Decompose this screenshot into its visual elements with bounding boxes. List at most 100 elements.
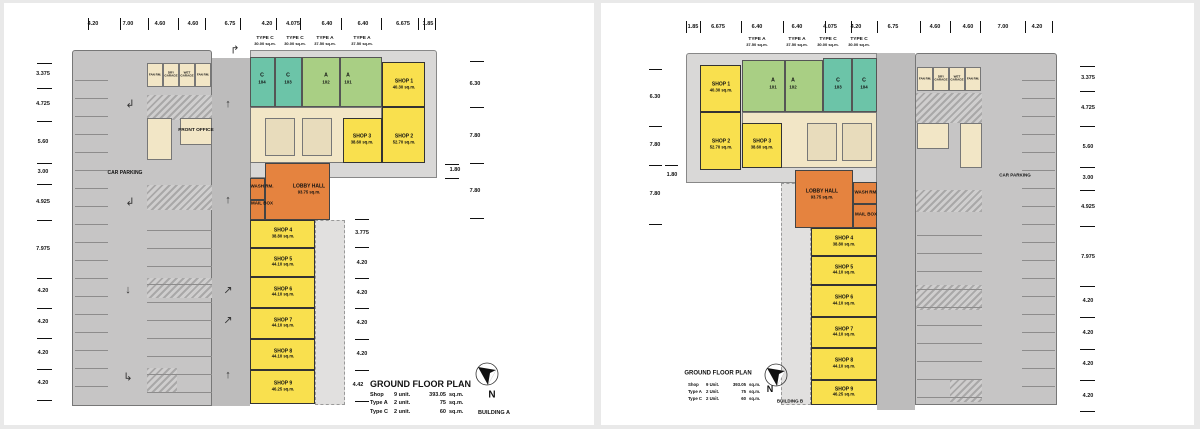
unit-type-label-label: TYPE A: [316, 35, 334, 41]
service-room: [965, 67, 981, 91]
unit-type-label-area: 37.50 sq.m.: [351, 40, 373, 46]
right-dimension: 3.00: [1082, 174, 1094, 181]
left-dimension: 4.20: [37, 349, 49, 356]
parking-stall-line: [75, 134, 108, 135]
shop-5-label-area: 44.10 sq.m.: [832, 269, 856, 275]
dimension-tick: [741, 21, 743, 33]
shop-5-label-area: 44.10 sq.m.: [271, 261, 295, 267]
service-room-label: WET GARAGE: [950, 74, 964, 82]
car-parking-label: CAR PARKING: [107, 170, 143, 177]
parking-stall-line: [917, 361, 982, 362]
shop-3-label-label: SHOP 3: [352, 133, 372, 140]
dimension-tick: [1080, 167, 1095, 169]
summary-type: Type A: [688, 389, 702, 395]
right-dimension: 1.80: [449, 166, 461, 173]
parking-stall-line: [1022, 188, 1055, 189]
parking-stall-line: [75, 332, 108, 333]
lobby-hall-label-label: LOBBY HALL: [805, 188, 839, 195]
lobby-hall: [795, 170, 853, 228]
right-dimension: 4.20: [1082, 360, 1094, 367]
service-room: [195, 63, 211, 87]
service-room-label: FAN RM.: [918, 76, 932, 81]
shop-9-label-label: SHOP 9: [273, 380, 293, 387]
summary-type: Shop: [370, 392, 384, 398]
dimension-tick: [980, 21, 982, 33]
unit-label-label: A: [346, 72, 350, 79]
unit-c104: [852, 58, 877, 112]
unit-c104: [250, 57, 275, 107]
unit-type-label-area: 37.50 sq.m.: [786, 41, 808, 47]
parking-stall-line: [75, 80, 108, 81]
dimension-tick: [649, 69, 662, 71]
dimension-tick: [37, 308, 52, 310]
summary-unit: sq.m.: [749, 389, 761, 395]
front-office: [180, 118, 212, 145]
unit-type-label-area: 30.00 sq.m.: [817, 41, 839, 47]
top-dimension: 7.00: [997, 23, 1009, 30]
dimension-tick: [470, 163, 484, 165]
wash-room-label: WASH RM.: [250, 183, 274, 189]
shop-4-label-area: 38.80 sq.m.: [271, 233, 295, 239]
service-room: [147, 63, 163, 87]
parking-stall-line: [1022, 314, 1055, 315]
top-dimension: 1.85: [422, 20, 434, 27]
summary-type: Shop: [688, 382, 699, 387]
top-dimension: 6.40: [751, 23, 763, 30]
parking-stall-line: [1022, 170, 1055, 171]
right-dimension: 6.30: [469, 80, 481, 87]
left-dimension: 7.80: [649, 141, 661, 148]
unit-label-area: 102: [789, 84, 797, 90]
traffic-arrow-icon: ↑: [225, 369, 231, 381]
unit-a102: [785, 60, 823, 112]
service-room-label: DRY GARAGE: [164, 70, 178, 78]
parking-stall-line: [1022, 116, 1055, 117]
traffic-arrow-icon: ↗: [223, 314, 233, 327]
unit-label-area: 104: [860, 84, 868, 90]
service-room-label: FAN RM.: [966, 76, 980, 81]
summary-count: 9 Unit.: [706, 382, 720, 387]
dimension-tick: [445, 164, 459, 166]
dimension-tick: [418, 18, 420, 30]
shop-4-label-area: 38.80 sq.m.: [832, 241, 856, 247]
parking-stall-line: [147, 266, 212, 267]
lobby-hall: [265, 163, 330, 220]
parking-stall-line: [75, 116, 108, 117]
parking-stall-line: [75, 98, 108, 99]
unit-label-area: 101: [769, 84, 777, 90]
driveway: [212, 58, 250, 406]
shop-6: [250, 277, 315, 308]
parking-stall-line: [75, 170, 108, 171]
dimension-tick: [700, 21, 702, 33]
car-parking-label: CAR PARKING: [999, 172, 1031, 178]
unit-type-label-label: TYPE C: [850, 36, 868, 42]
shop-5: [811, 256, 877, 285]
service-room: [949, 67, 965, 91]
shop-6-label-area: 44.10 sq.m.: [832, 300, 856, 306]
parking-stall-line: [75, 152, 108, 153]
left-dimension: 7.80: [649, 190, 661, 197]
dimension-tick: [950, 21, 952, 33]
shop-6: [811, 285, 877, 317]
shop-4-label-label: SHOP 4: [834, 235, 854, 242]
shop-9-label-area: 46.25 sq.m.: [832, 391, 856, 397]
unit-type-label-label: TYPE C: [286, 35, 304, 41]
shop-8-label-area: 44.10 sq.m.: [271, 353, 295, 359]
summary-unit: sq.m.: [449, 408, 464, 415]
dimension-tick: [355, 278, 369, 280]
summary-unit: sq.m.: [449, 392, 464, 398]
right-dimension: 4.20: [1082, 329, 1094, 336]
parking-stall-line: [917, 253, 982, 254]
